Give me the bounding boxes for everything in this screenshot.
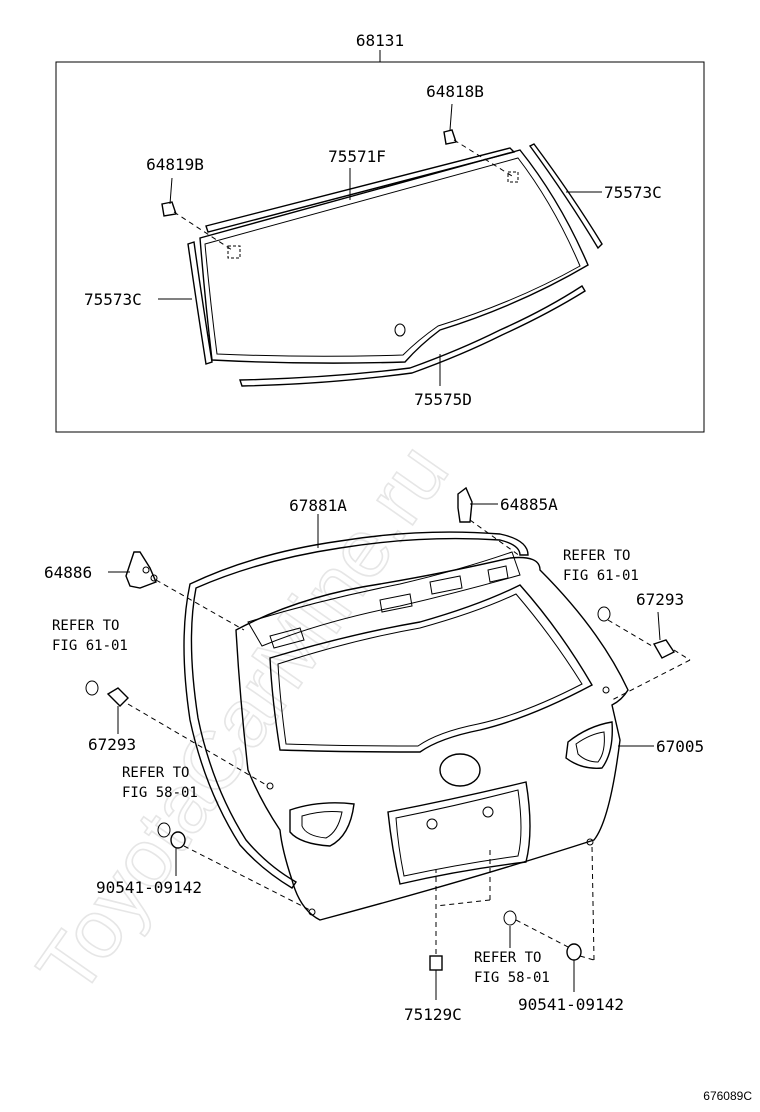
door-window-opening [269, 584, 593, 753]
grommet-right [597, 606, 611, 622]
ref-right-top-line1[interactable]: REFER TO [563, 548, 630, 564]
part-67005-label[interactable]: 67005 [656, 737, 704, 756]
grommet-left [85, 680, 99, 696]
clip-64819B [161, 201, 177, 217]
part-64886-label[interactable]: 64886 [44, 563, 92, 582]
part-67881A-label[interactable]: 67881A [289, 496, 347, 515]
part-75573C-right-label[interactable]: 75573C [604, 183, 662, 202]
ref-left-mid-line1[interactable]: REFER TO [122, 765, 189, 781]
bumper-67293-right [652, 639, 676, 659]
weatherstrip [183, 531, 529, 889]
plate-75129C [429, 955, 443, 971]
ref-bottom-line1[interactable]: REFER TO [474, 950, 541, 966]
part-75575D-label[interactable]: 75575D [414, 390, 472, 409]
grommet-left-low [157, 822, 171, 838]
glass-hole [394, 323, 406, 337]
part-67293-right-label[interactable]: 67293 [636, 590, 684, 609]
ref-left-top-line1[interactable]: REFER TO [52, 618, 119, 634]
bumper-67293-left [106, 687, 129, 707]
glass-group: 68131 64818B 64819B 75571F 75573C 75573C [55, 31, 705, 433]
part-90541-right-label[interactable]: 90541-09142 [518, 995, 624, 1014]
emblem [439, 753, 481, 787]
ref-left-mid-line2[interactable]: FIG 58-01 [122, 785, 198, 801]
part-75571F-label[interactable]: 75571F [328, 147, 386, 166]
part-68131-label[interactable]: 68131 [356, 31, 404, 50]
door-group: 67881A 64885A 64886 REFER TO FIG 61-01 6… [44, 486, 704, 1024]
part-64818B-label[interactable]: 64818B [426, 82, 484, 101]
ref-bottom-line2[interactable]: FIG 58-01 [474, 970, 550, 986]
clip-64818B [443, 129, 457, 145]
glass-bracket-right [507, 171, 519, 183]
molding-bottom [239, 285, 586, 387]
ref-left-top-line2[interactable]: FIG 61-01 [52, 638, 128, 654]
grommet-bottom [503, 910, 517, 926]
stopper-64885A [457, 486, 473, 523]
molding-right [528, 143, 603, 250]
back-glass [199, 149, 589, 364]
clip-left [170, 831, 186, 849]
bracket-64886 [125, 551, 157, 589]
part-75573C-left-label[interactable]: 75573C [84, 290, 142, 309]
glass-bracket-left [227, 245, 241, 259]
license-plate-recess [387, 781, 531, 885]
part-75129C-label[interactable]: 75129C [404, 1005, 462, 1024]
diagram-code: 676089C [703, 1089, 752, 1103]
part-64819B-label[interactable]: 64819B [146, 155, 204, 174]
part-64885A-label[interactable]: 64885A [500, 495, 558, 514]
part-67293-left-label[interactable]: 67293 [88, 735, 136, 754]
clip-right [566, 943, 582, 961]
back-door [235, 556, 629, 921]
molding-left [187, 241, 213, 365]
lamp-opening-right [565, 721, 613, 769]
molding-top [205, 147, 516, 233]
lamp-opening-left [289, 802, 355, 847]
part-90541-left-label[interactable]: 90541-09142 [96, 878, 202, 897]
ref-right-top-line2[interactable]: FIG 61-01 [563, 568, 639, 584]
